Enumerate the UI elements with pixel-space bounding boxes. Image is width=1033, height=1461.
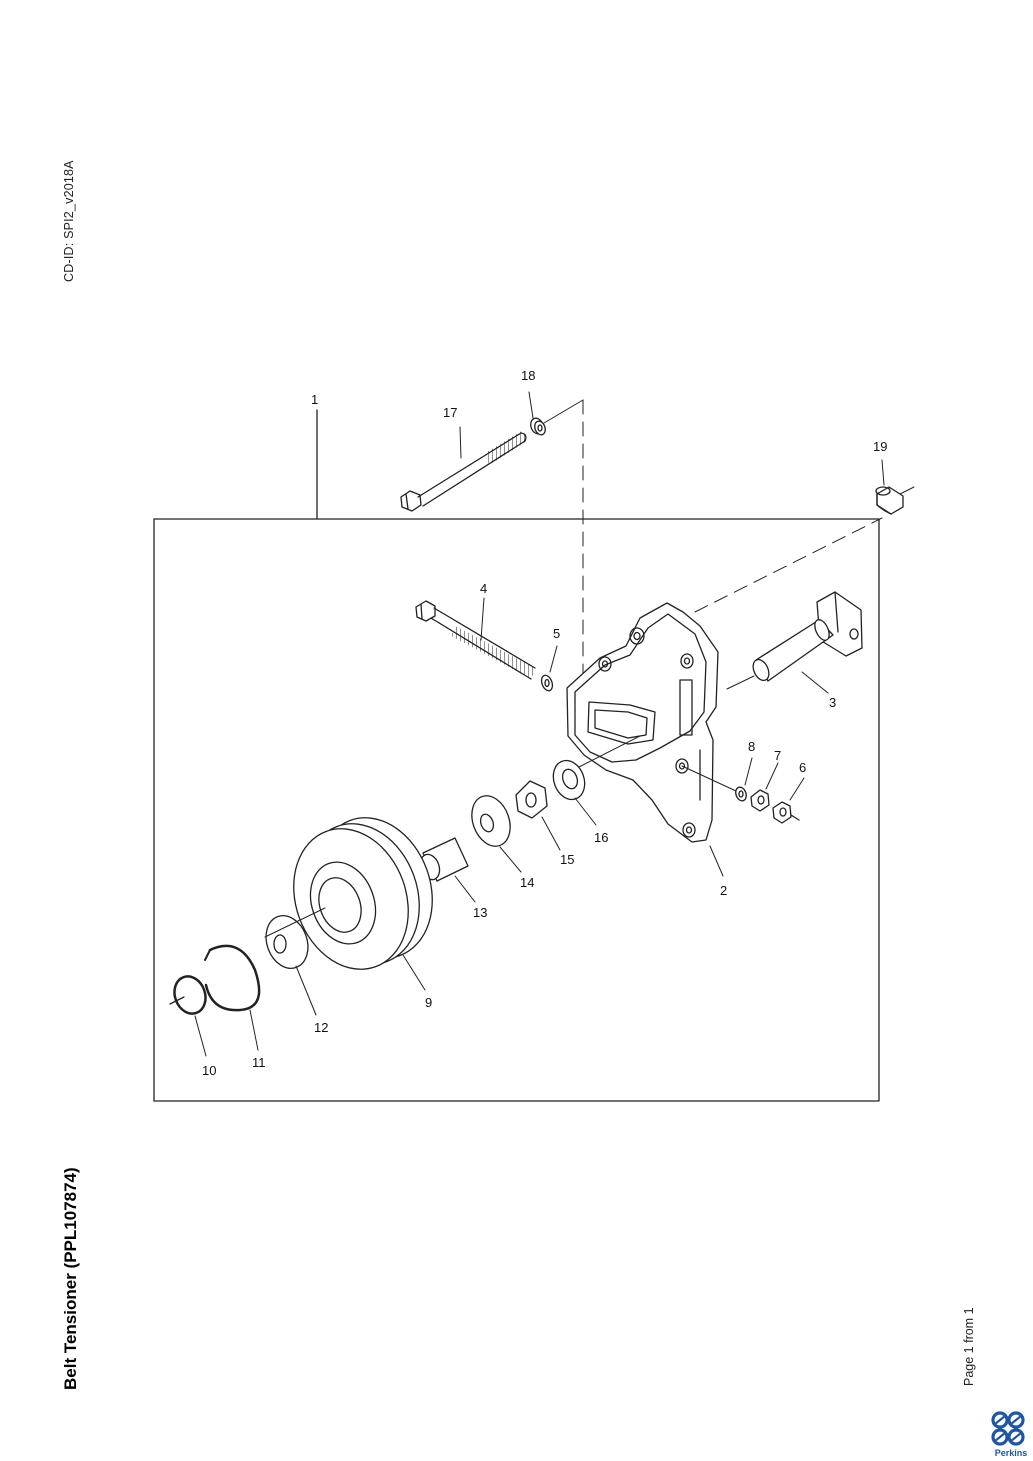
- perkins-logo-text: Perkins: [994, 1448, 1028, 1458]
- part-11-circlip: [204, 944, 261, 1012]
- callout-3: 3: [829, 695, 836, 710]
- callout-7: 7: [774, 748, 781, 763]
- callout-14: 14: [520, 875, 534, 890]
- callout-16: 16: [594, 830, 608, 845]
- callout-8: 8: [748, 739, 755, 754]
- part-9-pulley: [293, 817, 433, 970]
- assembly-frame: [153, 518, 880, 1102]
- callout-6: 6: [799, 760, 806, 775]
- callout-17: 17: [443, 405, 457, 420]
- part-13-spacer: [419, 837, 469, 882]
- callout-15: 15: [560, 852, 574, 867]
- part-19-bushing: [875, 486, 904, 515]
- perkins-logo-icon: [991, 1411, 1025, 1446]
- part-7-nut: [750, 789, 770, 812]
- part-10-circlip: [169, 975, 207, 1015]
- part-16-washer: [552, 759, 586, 801]
- part-3-pivot-bolt: [752, 591, 863, 682]
- part-6-nut: [772, 801, 800, 824]
- callout-18: 18: [521, 368, 535, 383]
- part-2-bracket: [566, 602, 719, 843]
- part-15-nut: [515, 780, 548, 819]
- callouts: 1 2 3 4 5 6 7 8 9 10 11 12 13 14 15 16 1…: [202, 368, 887, 1078]
- part-17-long-bolt: [400, 430, 527, 512]
- part-18-washer: [530, 417, 546, 436]
- callout-12: 12: [314, 1020, 328, 1035]
- part-4-bolt: [415, 600, 536, 680]
- callout-5: 5: [553, 626, 560, 641]
- callout-10: 10: [202, 1063, 216, 1078]
- part-5-washer: [540, 674, 554, 692]
- callout-19: 19: [873, 439, 887, 454]
- callout-1: 1: [311, 392, 318, 407]
- part-14-washer: [471, 795, 511, 847]
- callout-13: 13: [473, 905, 487, 920]
- callout-4: 4: [480, 581, 487, 596]
- part-8-washer: [735, 786, 747, 802]
- callout-9: 9: [425, 995, 432, 1010]
- perkins-logo: Perkins: [989, 1410, 1029, 1458]
- callout-11: 11: [252, 1055, 266, 1070]
- center-line-diagonal: [694, 517, 883, 613]
- callout-2: 2: [720, 883, 727, 898]
